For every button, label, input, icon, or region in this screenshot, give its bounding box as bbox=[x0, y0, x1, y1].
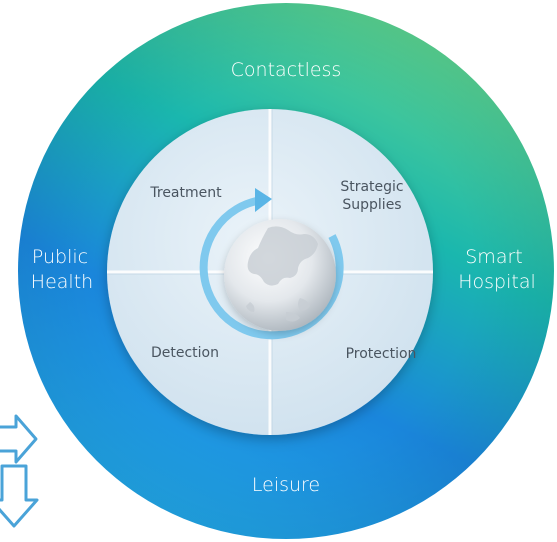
label-smart: Smart bbox=[465, 246, 522, 268]
cycle-arrow-icon bbox=[199, 188, 344, 340]
label-public: Public bbox=[32, 246, 88, 268]
globe-asia-icon bbox=[224, 219, 336, 331]
label-protection: Protection bbox=[346, 346, 417, 362]
label-treatment: Treatment bbox=[149, 185, 222, 201]
label-detection: Detection bbox=[151, 345, 219, 361]
label-contactless: Contactless bbox=[231, 59, 342, 81]
arrow-down-icon bbox=[0, 464, 39, 528]
label-supplies: Supplies bbox=[342, 197, 401, 213]
label-leisure: Leisure bbox=[252, 474, 320, 496]
label-hospital: Hospital bbox=[458, 271, 536, 293]
label-health: Health bbox=[31, 271, 93, 293]
arrow-right-icon bbox=[0, 414, 38, 464]
label-strategic: Strategic bbox=[340, 179, 403, 195]
